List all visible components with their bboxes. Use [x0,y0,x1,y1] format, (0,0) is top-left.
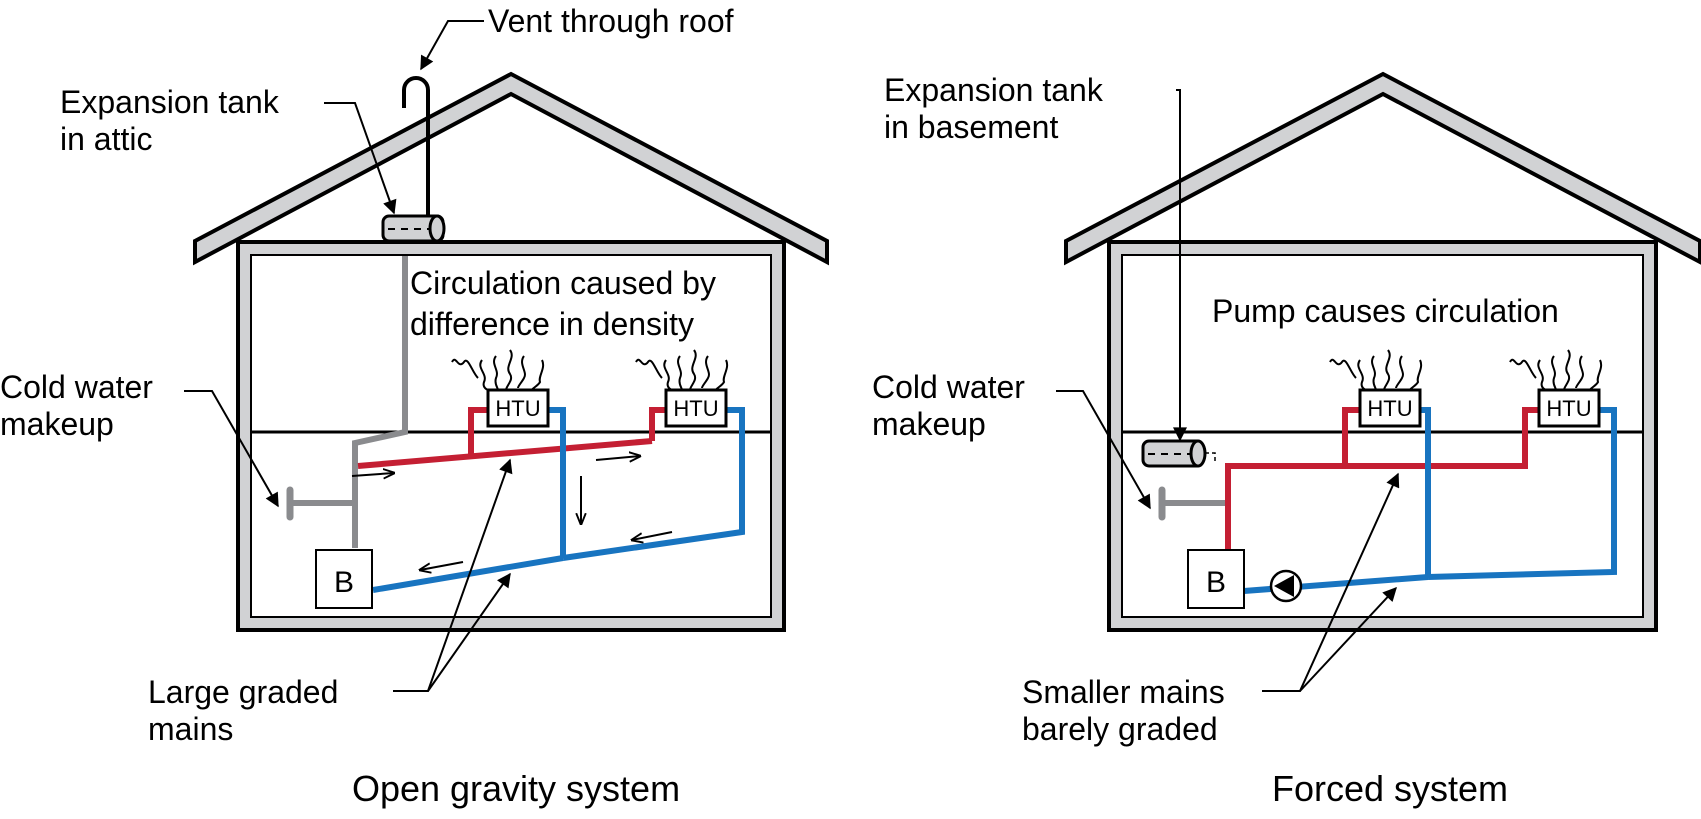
left-supply-branch-1 [468,407,488,456]
tank-label-line1: Expansion tank [60,84,280,120]
circulation-label-line1: Circulation caused by [410,265,716,301]
mains-leader-2 [427,572,511,692]
htu-label: HTU [673,396,718,421]
htu-label: HTU [1367,396,1412,421]
right-roof [1064,71,1701,266]
mains-label-line2: mains [148,711,233,747]
flow-arrow [351,473,394,476]
right-house: HTU HTU B Expansion tank in basement Pum… [872,71,1701,809]
left-return-branch-2 [562,407,745,561]
vent-label: Vent through roof [488,3,734,39]
left-caption: Open gravity system [352,768,680,809]
tank-leader [324,102,397,215]
flow-arrow [595,456,640,460]
mains-label-line1: Large graded [148,674,338,710]
flow-arrow [420,561,464,570]
circulation-label-line2: difference in density [410,306,694,342]
left-roof [193,71,829,266]
mains-label-line2: barely graded [1022,711,1218,747]
right-supply-main [1225,407,1539,550]
left-expansion-tank [381,214,446,243]
right-expansion-tank [1141,439,1216,468]
left-htu-2: HTU [635,349,729,428]
flow-arrow [632,531,673,540]
left-vent-pipe [402,76,430,226]
makeup-label-line1: Cold water [872,369,1025,405]
left-htu-1: HTU [451,349,550,428]
right-caption: Forced system [1272,768,1508,809]
tank-label-line2: in basement [884,109,1058,145]
makeup-leader [184,390,279,508]
htu-label: HTU [1546,396,1591,421]
right-return-branch-2 [1427,407,1617,580]
boiler-label: B [1206,566,1226,599]
left-return-main [372,555,564,593]
makeup-label-line1: Cold water [0,369,153,405]
right-supply-branch-1 [1342,407,1360,466]
left-boiler: B [315,549,373,609]
right-htu-1: HTU [1329,349,1423,428]
left-house: HTU HTU B Vent through roof Expansion ta… [0,3,829,809]
tank-label-line1: Expansion tank [884,72,1104,108]
mains-label-line1: Smaller mains [1022,674,1225,710]
makeup-label-line2: makeup [872,406,986,442]
boiler-label: B [334,566,354,599]
htu-label: HTU [495,396,540,421]
makeup-leader [1056,390,1151,510]
circulation-label: Pump causes circulation [1212,293,1559,329]
makeup-label-line2: makeup [0,406,114,442]
vent-leader [420,20,484,71]
left-supply-main [357,438,653,469]
left-makeup-riser [352,256,408,548]
right-htu-2: HTU [1509,349,1603,428]
mains-leader-2 [1299,586,1397,692]
left-return-branch-1 [548,407,566,558]
pump-icon [1269,569,1303,603]
right-boiler: B [1187,549,1245,609]
tank-label-line2: in attic [60,121,152,157]
left-supply-branch-2 [649,407,666,441]
